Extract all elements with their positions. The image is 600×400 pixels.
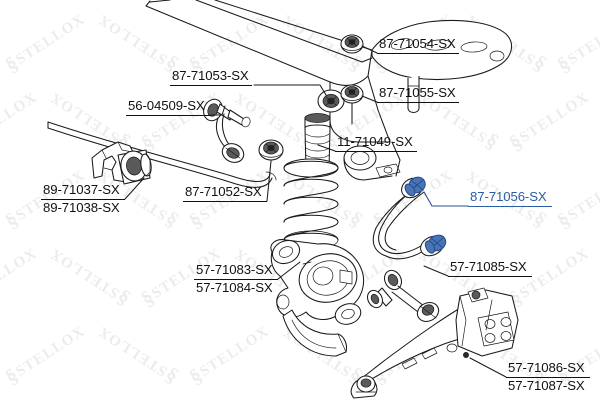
upper-mount-nut-87-71054 (340, 34, 364, 54)
part-number-label: 89-71038-SX (43, 200, 120, 215)
label-underline (41, 199, 125, 200)
label-underline (377, 53, 459, 54)
highlighted-bushing-lower (424, 234, 447, 254)
label-underline (448, 276, 532, 277)
label-underline (335, 151, 417, 152)
part-number-label: 89-71037-SX (43, 182, 120, 197)
rear-lower-trailing-arm (350, 287, 519, 399)
label-underline (183, 201, 267, 202)
coil-spring (283, 158, 339, 250)
label-underline (170, 85, 252, 86)
part-number-label: 87-71053-SX (172, 68, 249, 83)
part-number-label: 57-71084-SX (196, 280, 273, 295)
toe-control-link (366, 269, 440, 323)
lower-mount-nut-87-71055 (340, 84, 364, 104)
part-number-label: 87-71055-SX (379, 85, 456, 100)
leader-lines (124, 45, 507, 378)
label-underline (126, 115, 210, 116)
part-number-label: 87-71052-SX (185, 184, 262, 199)
part-number-label: 57-71083-SX (196, 262, 273, 277)
trailing-arm-bushing-87-71052 (258, 139, 284, 161)
part-number-label: 57-71085-SX (450, 259, 527, 274)
part-number-label: 87-71054-SX (379, 36, 456, 51)
label-underline (194, 279, 278, 280)
highlighted-bushing-upper (404, 176, 426, 197)
part-number-label: 57-71086-SX (508, 360, 585, 375)
stabilizer-link (203, 98, 251, 163)
label-underline (506, 377, 590, 378)
stabilizer-bar (47, 121, 277, 188)
upper-control-arm-87-71056 (372, 176, 447, 260)
stabilizer-bracket-and-bushing (91, 141, 152, 185)
rear-knuckle-hub-carrier (270, 239, 364, 357)
rear-crossmember-group (145, 0, 513, 181)
part-number-label: 87-71056-SX (470, 189, 547, 204)
part-number-label: 56-04509-SX (128, 98, 205, 113)
label-underline (377, 102, 459, 103)
part-number-label: 57-71087-SX (508, 378, 585, 393)
part-number-label: 11-71049-SX (337, 134, 413, 149)
label-underline (468, 206, 552, 207)
